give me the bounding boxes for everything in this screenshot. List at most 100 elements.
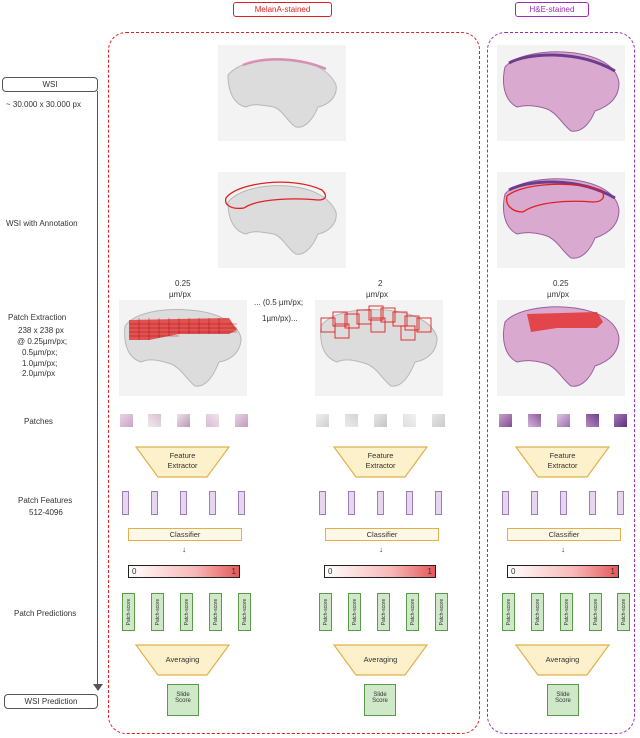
slide-score-text-2: Score — [175, 698, 191, 704]
bar-max-label: 1 — [231, 567, 236, 576]
slide-score-text-2: Score — [555, 698, 571, 704]
classifier-box: Classifier — [128, 528, 242, 541]
patch-score-box: Patch-score — [406, 593, 419, 631]
melan-panel — [108, 32, 480, 734]
bar-min-label: 0 — [132, 567, 137, 576]
melan-res-left-1: 0.25 — [175, 279, 191, 288]
melan-annotated-image — [218, 172, 346, 268]
melan-patch-grid-fine-image — [119, 300, 247, 396]
he-annotated-image — [497, 172, 625, 268]
patch-score-box: Patch-score — [560, 593, 573, 631]
patch-score-box: Patch-score — [435, 593, 448, 631]
arrow-down-icon: ↓ — [561, 545, 565, 554]
he-res-2: µm/px — [547, 290, 569, 299]
feature-dims-label: 512-4096 — [29, 508, 63, 517]
melan-patch-thumb — [148, 414, 161, 427]
patch-score-box: Patch-score — [348, 593, 361, 631]
feature-extractor-text-2: Extractor — [547, 461, 578, 470]
patch-score-box: Patch-score — [502, 593, 515, 631]
feature-extractor-text-2: Extractor — [365, 461, 396, 470]
slide-score-text-1: Slide — [373, 692, 387, 698]
melan-header: MelanA-stained — [233, 2, 332, 17]
averaging-text: Averaging — [165, 655, 200, 664]
bar-min-label: 0 — [511, 567, 516, 576]
feature-extractor-text-1: Feature — [367, 451, 394, 460]
melan-res-right-1: 2 — [378, 279, 383, 288]
melan-patch-grid-coarse-image — [315, 300, 443, 396]
melan-res-left-2: µm/px — [169, 290, 191, 299]
feature-extractor-text-1: Feature — [169, 451, 196, 460]
averaging-block: Averaging — [333, 644, 428, 676]
score-colorbar: 0 1 — [128, 565, 240, 578]
slide-score-box: Slide Score — [547, 684, 579, 716]
slide-score-box: Slide Score — [167, 684, 199, 716]
melan-patch-thumb — [403, 414, 416, 427]
patch-score-box: Patch-score — [319, 593, 332, 631]
pipeline-line — [97, 91, 98, 685]
patch-predictions-label: Patch Predictions — [14, 609, 77, 618]
he-panel — [487, 32, 635, 734]
bar-max-label: 1 — [427, 567, 432, 576]
feature-vector — [406, 491, 413, 515]
patches-label: Patches — [24, 417, 53, 426]
averaging-block: Averaging — [515, 644, 610, 676]
patch-score-box: Patch-score — [209, 593, 222, 631]
patch-size-label: 238 x 238 px — [18, 326, 64, 335]
res-label-4: 2.0µm/px — [22, 369, 56, 378]
res-label-2: 0.5µm/px; — [22, 348, 58, 357]
patch-features-label: Patch Features — [18, 496, 73, 505]
feature-vector — [617, 491, 624, 515]
patch-score-box: Patch-score — [377, 593, 390, 631]
res-label-1: @ 0.25µm/px; — [17, 337, 68, 346]
melan-patch-thumb — [345, 414, 358, 427]
melan-patch-thumb — [316, 414, 329, 427]
feature-vector — [319, 491, 326, 515]
feature-extractor-block: Feature Extractor — [333, 446, 428, 478]
melan-res-mid-2: 1µm/px)... — [262, 314, 298, 323]
averaging-block: Averaging — [135, 644, 230, 676]
he-patch-thumb — [528, 414, 541, 427]
he-patch-grid-image — [497, 300, 625, 396]
patch-score-box: Patch-score — [238, 593, 251, 631]
feature-vector — [589, 491, 596, 515]
he-patch-thumb — [586, 414, 599, 427]
feature-vector — [531, 491, 538, 515]
melan-wsi-image — [218, 45, 346, 141]
patch-score-box: Patch-score — [151, 593, 164, 631]
he-patch-thumb — [614, 414, 627, 427]
slide-score-text-2: Score — [372, 698, 388, 704]
wsi-box: WSI — [2, 77, 98, 92]
patch-extraction-label: Patch Extraction — [8, 313, 67, 322]
feature-vector — [560, 491, 567, 515]
feature-extractor-text-2: Extractor — [167, 461, 198, 470]
bar-max-label: 1 — [610, 567, 615, 576]
feature-vector — [435, 491, 442, 515]
feature-extractor-block: Feature Extractor — [515, 446, 610, 478]
melan-patch-thumb — [120, 414, 133, 427]
feature-vector — [377, 491, 384, 515]
patch-score-box: Patch-score — [122, 593, 135, 631]
feature-vector — [122, 491, 129, 515]
arrow-down-icon: ↓ — [182, 545, 186, 554]
feature-vector — [502, 491, 509, 515]
wsi-prediction-box: WSI Prediction — [4, 694, 98, 709]
patch-score-box: Patch-score — [531, 593, 544, 631]
melan-res-mid-1: ... (0.5 µm/px; — [254, 298, 304, 307]
he-patch-thumb — [557, 414, 570, 427]
feature-vector — [151, 491, 158, 515]
feature-vector — [238, 491, 245, 515]
melan-patch-thumb — [235, 414, 248, 427]
melan-patch-thumb — [374, 414, 387, 427]
classifier-box: Classifier — [325, 528, 439, 541]
classifier-box: Classifier — [507, 528, 621, 541]
res-label-3: 1.0µm/px; — [22, 359, 58, 368]
slide-score-box: Slide Score — [364, 684, 396, 716]
melan-patch-thumb — [206, 414, 219, 427]
he-res-1: 0.25 — [553, 279, 569, 288]
melan-patch-thumb — [177, 414, 190, 427]
score-colorbar: 0 1 — [324, 565, 436, 578]
wsi-annotation-label: WSI with Annotation — [6, 219, 78, 228]
he-header: H&E-stained — [515, 2, 589, 17]
slide-score-text-1: Slide — [556, 692, 570, 698]
wsi-size-label: ~ 30.000 x 30.000 px — [6, 100, 81, 109]
